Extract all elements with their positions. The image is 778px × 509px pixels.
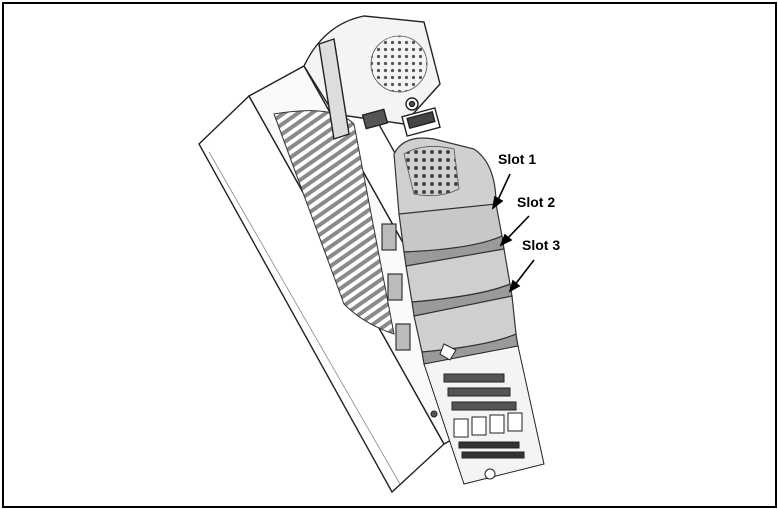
vent-grille (273, 110, 395, 335)
slot-2-arrow (505, 215, 530, 241)
slot-arrows (491, 173, 535, 293)
slot-1-arrow (496, 173, 511, 203)
drive-illustration (198, 15, 545, 494)
slot-3-arrow (513, 259, 535, 287)
terminal-area (423, 343, 545, 485)
option-modules (381, 137, 519, 365)
slot-1-label: Slot 1 (498, 151, 537, 167)
top-cover (303, 15, 441, 140)
slot-3-label: Slot 3 (522, 237, 561, 253)
slot-2-label: Slot 2 (517, 194, 556, 210)
